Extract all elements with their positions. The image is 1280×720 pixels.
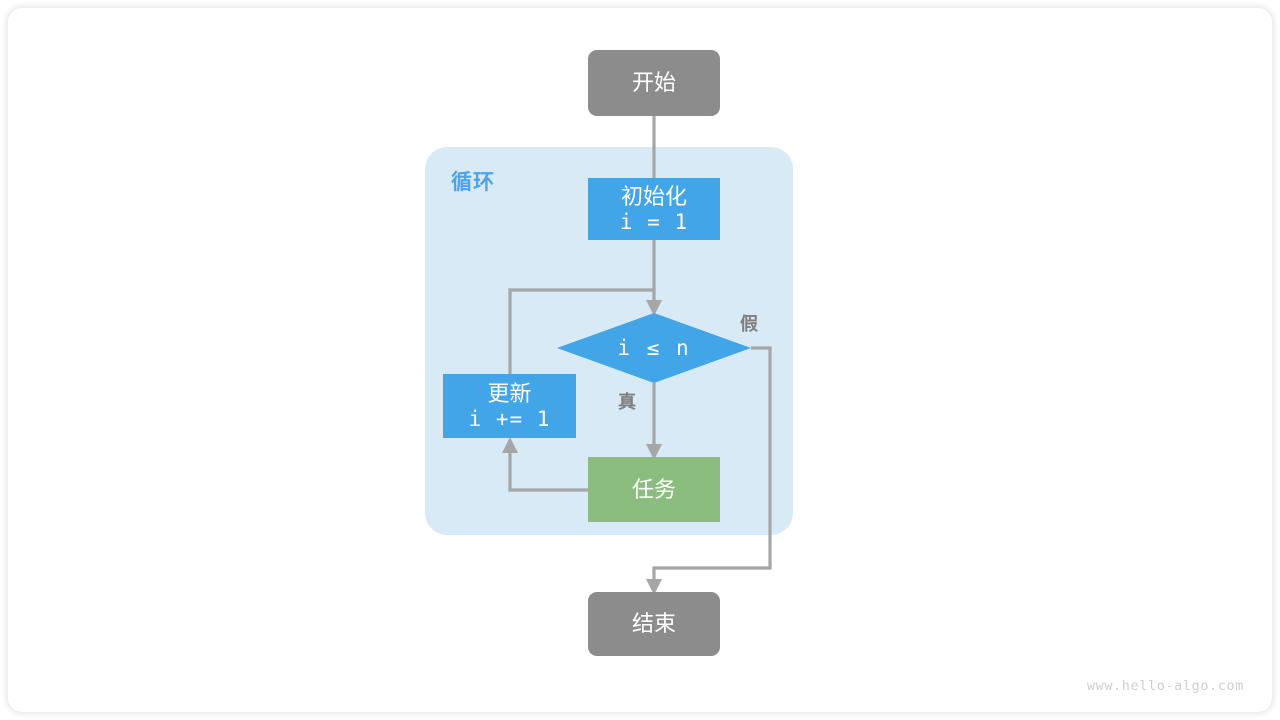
node-start[interactable]: 开始 bbox=[588, 50, 720, 116]
node-init-label-line2: i = 1 bbox=[619, 209, 689, 234]
node-init-label-line1: 初始化 bbox=[620, 183, 687, 209]
node-end[interactable]: 结束 bbox=[588, 592, 720, 656]
node-task[interactable]: 任务 bbox=[588, 457, 720, 522]
edge-label-true: 真 bbox=[618, 392, 636, 412]
node-decision-label: i ≤ n bbox=[617, 336, 691, 360]
node-update[interactable]: 更新 i += 1 bbox=[443, 374, 576, 438]
node-decision[interactable]: i ≤ n bbox=[557, 313, 751, 383]
node-init[interactable]: 初始化 i = 1 bbox=[588, 178, 720, 240]
watermark: www.hello-algo.com bbox=[1086, 678, 1244, 694]
node-task-label: 任务 bbox=[631, 476, 676, 502]
edge-label-false: 假 bbox=[740, 314, 758, 334]
loop-container-label: 循环 bbox=[451, 171, 495, 194]
node-update-label-line1: 更新 bbox=[487, 380, 532, 406]
node-end-label: 结束 bbox=[631, 611, 676, 637]
node-update-label-line2: i += 1 bbox=[468, 406, 551, 431]
node-start-label: 开始 bbox=[631, 70, 676, 96]
